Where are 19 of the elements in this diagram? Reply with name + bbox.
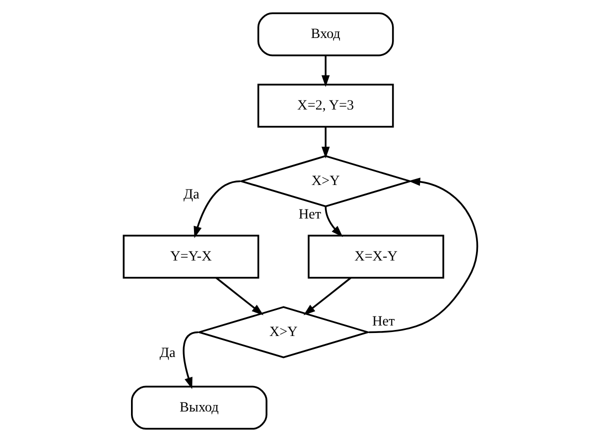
edge-label: Нет [298,206,321,223]
arrow [324,206,342,238]
node-box: Вход [256,12,394,56]
arrow [321,55,330,87]
arrow [321,126,330,159]
edge-label: Нет [372,314,394,330]
node-box: Y=Y-X [122,234,259,279]
edge-label: Да [183,186,199,203]
node-diamond: X>Y [196,306,370,358]
node-diamond: X>Y [238,155,412,208]
arrow [182,331,198,390]
arrow [368,178,478,334]
node-box: X=2, Y=3 [256,84,394,128]
edge-label: Да [159,344,175,361]
node-box: X=X-Y [307,234,444,279]
arrow [303,277,351,316]
node-box: Выход [130,386,267,430]
arrow [215,277,263,316]
arrow [193,180,240,238]
